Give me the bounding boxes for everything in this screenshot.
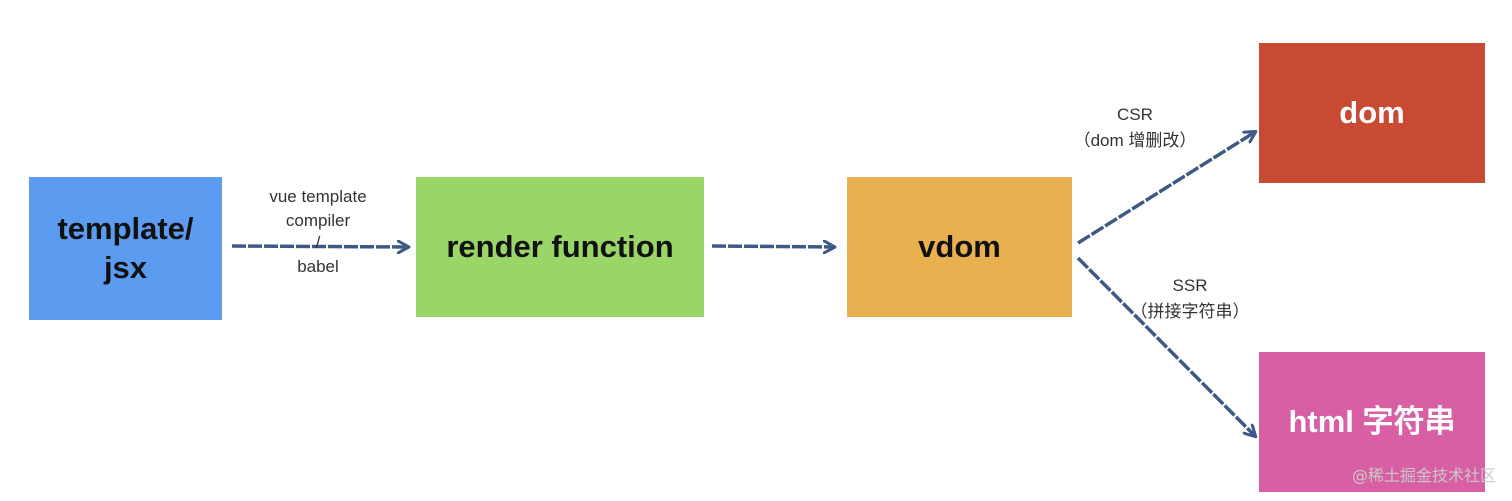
arrow-render-to-vdom [711, 246, 834, 247]
template-jsx-label: template/ jsx [57, 210, 194, 285]
compile-label-line1: vue template [269, 187, 367, 206]
html-string-label: html 字符串 [1288, 403, 1456, 439]
render-function-node: render function [416, 177, 704, 317]
csr-edge-label: CSR （dom 增删改） [1060, 102, 1210, 154]
render-function-label: render function [446, 228, 674, 264]
ssr-label-line1: SSR [1172, 276, 1208, 295]
vdom-node: vdom [847, 177, 1072, 317]
csr-label-line1: CSR [1117, 105, 1153, 124]
csr-label-line2: （dom 增删改） [1073, 131, 1197, 150]
dom-label: dom [1339, 94, 1405, 130]
ssr-label-line2: （拼接字符串） [1130, 302, 1250, 321]
html-string-node: html 字符串 [1259, 352, 1485, 492]
compile-label-line2: compiler [285, 211, 351, 230]
dom-node: dom [1259, 43, 1485, 183]
vdom-label: vdom [918, 228, 1001, 264]
ssr-edge-label: SSR （拼接字符串） [1115, 273, 1265, 325]
watermark: @稀土掘金技术社区 [1351, 466, 1496, 485]
compile-label-line3: / [315, 233, 321, 252]
compile-label-line4: babel [297, 257, 339, 276]
template-jsx-node: template/ jsx [29, 177, 222, 320]
compile-edge-label: vue template compiler / babel [238, 184, 398, 280]
